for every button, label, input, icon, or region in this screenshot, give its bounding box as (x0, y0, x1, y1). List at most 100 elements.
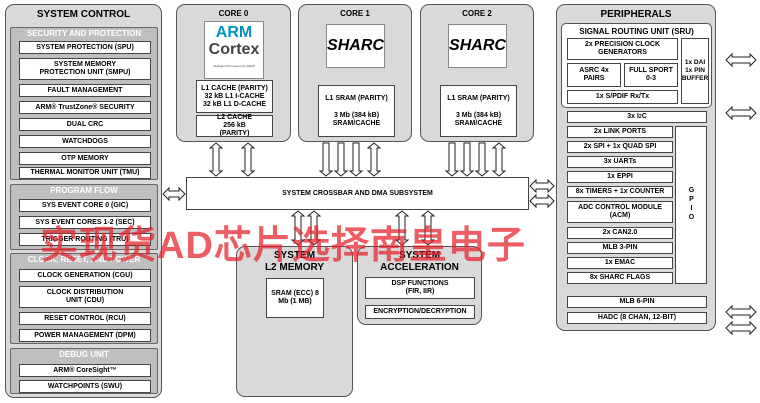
rcu-box: RESET CONTROL (RCU) (19, 312, 151, 325)
core1-block: CORE 1 SHARC L1 SRAM (PARITY) 3 Mb (384 … (298, 4, 412, 142)
security-section: SECURITY AND PROTECTION SYSTEM PROTECTIO… (10, 27, 158, 180)
core2-l1-title: L1 SRAM (PARITY) (447, 94, 510, 102)
spdif-box: 1x S/PDIF Rx/Tx (567, 90, 678, 104)
core2-block: CORE 2 SHARC L1 SRAM (PARITY) 3 Mb (384 … (420, 4, 534, 142)
gpio-label: GPIO (688, 187, 695, 223)
dpm-box: POWER MANAGEMENT (DPM) (19, 329, 151, 342)
spu-box: SYSTEM PROTECTION (SPU) (19, 41, 151, 54)
clock-reset-power-title: CLOCK, RESET, AND POWER (27, 255, 141, 264)
mlb6-box: MLB 6-PIN (567, 296, 707, 308)
core0-l1-cache: L1 CACHE (PARITY) 32 kB L1 I-CACHE 32 kB… (196, 80, 273, 113)
smpu-box: SYSTEM MEMORY PROTECTION UNIT (SMPU) (19, 58, 151, 80)
core2-bus-arrow (491, 142, 507, 177)
peripheral-bus-arrow (529, 193, 555, 209)
core0-block: CORE 0 ARM Cortex Intelligent Processors… (176, 4, 291, 142)
acceleration-title-2: ACCELERATION (380, 262, 459, 273)
core1-l1-body: 3 Mb (384 kB) SRAM/CACHE (332, 111, 381, 127)
program-flow-section: PROGRAM FLOW SYS EVENT CORE 0 (GIC) SYS … (10, 184, 158, 250)
core1-bus-arrow (348, 142, 364, 177)
tmu-box: THERMAL MONITOR UNIT (TMU) (19, 167, 151, 179)
hadc-box: HADC (8 CHAN, 12-BIT) (567, 312, 707, 324)
sharc-logo: SHARC (326, 24, 385, 68)
can-box: 2x CAN2.0 (567, 227, 673, 239)
external-pin-arrow (725, 52, 757, 68)
sharc-logo: SHARC (448, 24, 507, 68)
acceleration-title-1: SYSTEM (398, 250, 441, 261)
core2-l1-sram: L1 SRAM (PARITY) 3 Mb (384 kB) SRAM/CACH… (440, 85, 517, 137)
cdu-box: CLOCK DISTRIBUTION UNIT (CDU) (19, 286, 151, 308)
core2-bus-arrow (444, 142, 460, 177)
system-control-bus-arrow (162, 186, 186, 202)
dai-pin-buffer-box: 1x DAI 1x PIN BUFFER (681, 38, 709, 104)
asrc-box: ASRC 4x PAIRS (567, 63, 621, 87)
sec-box: SYS EVENT CORES 1-2 (SEC) (19, 216, 151, 229)
arm-cortex-logo: ARM Cortex Intelligent Processors by ARM… (204, 21, 264, 79)
eppi-box: 1x EPPI (567, 171, 673, 183)
trustzone-box: ARM® TrustZone® SECURITY (19, 101, 151, 114)
clock-reset-power-section: CLOCK, RESET, AND POWER CLOCK GENERATION… (10, 253, 158, 344)
core0-l2-cache: L2 CACHE 256 kB (PARITY) (196, 114, 273, 137)
core1-bus-arrow (318, 142, 334, 177)
acm-box: ADC CONTROL MODULE (ACM) (567, 201, 673, 223)
tru-box: TRIGGER ROUTING (TRU) (19, 233, 151, 246)
cgu-box: CLOCK GENERATION (CGU) (19, 269, 151, 282)
cortex-logo-text: Cortex (208, 41, 260, 58)
core1-l1-title: L1 SRAM (PARITY) (325, 94, 388, 102)
encryption-box: ENCRYPTION/DECRYPTION (365, 305, 475, 319)
watermark-text: 实现货AD芯片选择南皇电子 (40, 225, 526, 267)
system-crossbar-dma: SYSTEM CROSSBAR AND DMA SUBSYSTEM (186, 177, 529, 210)
l2-memory-title-2: L2 MEMORY (264, 262, 325, 273)
core0-bus-arrow (240, 142, 256, 177)
otp-memory-box: OTP MEMORY (19, 152, 151, 165)
external-pin-arrow (725, 105, 757, 121)
mlb3-box: MLB 3-PIN (567, 242, 673, 254)
l2-memory-title-1: SYSTEM (273, 250, 316, 261)
core2-title: CORE 2 (462, 9, 492, 18)
sharc-logo-text: SHARC (327, 37, 384, 54)
system-control-panel: SYSTEM CONTROL SECURITY AND PROTECTION S… (5, 4, 162, 398)
core1-l1-sram: L1 SRAM (PARITY) 3 Mb (384 kB) SRAM/CACH… (318, 85, 395, 137)
swu-box: WATCHPOINTS (SWU) (19, 380, 151, 393)
debug-unit-section: DEBUG UNIT ARM® CoreSight™ WATCHPOINTS (… (10, 348, 158, 394)
dsp-functions-box: DSP FUNCTIONS (FIR, IIR) (365, 277, 475, 299)
program-flow-title: PROGRAM FLOW (50, 186, 118, 195)
fault-management-box: FAULT MANAGEMENT (19, 84, 151, 97)
full-sport-box: FULL SPORT 0-3 (624, 63, 678, 87)
emac-box: 1x EMAC (567, 257, 673, 269)
sru-title: SIGNAL ROUTING UNIT (SRU) (579, 27, 694, 36)
system-acceleration-block: SYSTEM ACCELERATION DSP FUNCTIONS (FIR, … (357, 246, 482, 325)
core0-title: CORE 0 (218, 9, 249, 18)
timers-box: 8x TIMERS + 1x COUNTER (567, 186, 673, 198)
spi-box: 2x SPI + 1x QUAD SPI (567, 141, 673, 153)
l2-sram-box: SRAM (ECC) 8 Mb (1 MB) (266, 278, 324, 318)
external-pin-arrow (725, 304, 757, 320)
link-ports-box: 2x LINK PORTS (567, 126, 673, 138)
coresight-box: ARM® CoreSight™ (19, 364, 151, 377)
sharc-flags-box: 8x SHARC FLAGS (567, 272, 673, 284)
external-pin-arrow (725, 320, 757, 336)
dual-crc-box: DUAL CRC (19, 118, 151, 131)
peripheral-bus-arrow (529, 178, 555, 194)
core2-l1-body: 3 Mb (384 kB) SRAM/CACHE (454, 111, 503, 127)
security-section-title: SECURITY AND PROTECTION (26, 29, 142, 38)
peripherals-panel: PERIPHERALS SIGNAL ROUTING UNIT (SRU) 2x… (556, 4, 716, 331)
sharc-logo-text: SHARC (449, 37, 506, 54)
sru-block: SIGNAL ROUTING UNIT (SRU) 2x PRECISION C… (561, 23, 712, 108)
core1-bus-arrow (333, 142, 349, 177)
watchdogs-box: WATCHDOGS (19, 135, 151, 148)
core2-bus-arrow (474, 142, 490, 177)
arm-logo-text: ARM (215, 24, 253, 41)
arm-logo-tagline: Intelligent Processors by ARM® (212, 64, 256, 68)
core1-title: CORE 1 (340, 9, 370, 18)
gpio-box: GPIO (675, 126, 707, 284)
l2-memory-block: SYSTEM L2 MEMORY SRAM (ECC) 8 Mb (1 MB) (236, 246, 353, 397)
core2-bus-arrow (459, 142, 475, 177)
precision-clock-box: 2x PRECISION CLOCK GENERATORS (567, 38, 678, 60)
core1-bus-arrow (366, 142, 382, 177)
debug-unit-title: DEBUG UNIT (59, 350, 109, 359)
gic-box: SYS EVENT CORE 0 (GIC) (19, 199, 151, 212)
system-control-title: SYSTEM CONTROL (36, 9, 131, 20)
uarts-box: 3x UARTs (567, 156, 673, 168)
core0-bus-arrow (208, 142, 224, 177)
